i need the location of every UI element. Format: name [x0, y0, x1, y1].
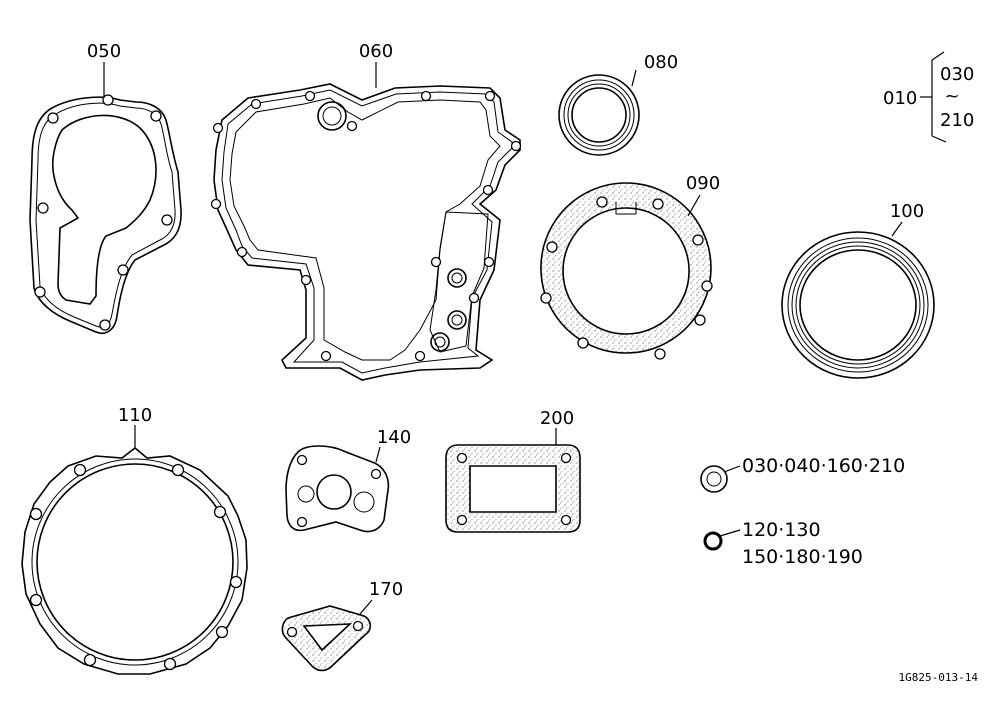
kit-main-label: 010 — [883, 88, 917, 109]
gasket-090 — [540, 182, 713, 360]
label-080: 080 — [644, 52, 678, 73]
kit-range-end: 210 — [940, 110, 974, 131]
gasket-170 — [281, 599, 373, 672]
label-050: 050 — [87, 41, 121, 62]
reference-code: 1G825-013-14 — [899, 671, 979, 684]
kit-range-separator: ~ — [944, 86, 959, 107]
gasket-110 — [21, 425, 248, 675]
legend-oring-parts-line1: 120·130 — [742, 519, 821, 541]
oil-seal-080 — [558, 69, 640, 156]
oring-legend-symbol — [703, 529, 741, 551]
gasket-050 — [29, 62, 182, 334]
label-110: 110 — [118, 405, 152, 426]
kit-range-start: 030 — [940, 64, 974, 85]
gasket-200 — [445, 428, 581, 533]
legend-oil-seal-parts: 030·040·160·210 — [742, 455, 905, 477]
kit-bracket — [920, 51, 947, 143]
label-170: 170 — [369, 579, 403, 600]
label-200: 200 — [540, 408, 574, 429]
seal-ring-100 — [781, 221, 935, 379]
gasket-060 — [210, 62, 522, 381]
legend-oring-parts-line2: 150·180·190 — [742, 546, 863, 568]
label-100: 100 — [890, 201, 924, 222]
label-060: 060 — [359, 41, 393, 62]
label-140: 140 — [377, 427, 411, 448]
label-090: 090 — [686, 173, 720, 194]
oil-seal-legend-symbol — [700, 465, 741, 493]
gasket-140 — [285, 445, 390, 533]
